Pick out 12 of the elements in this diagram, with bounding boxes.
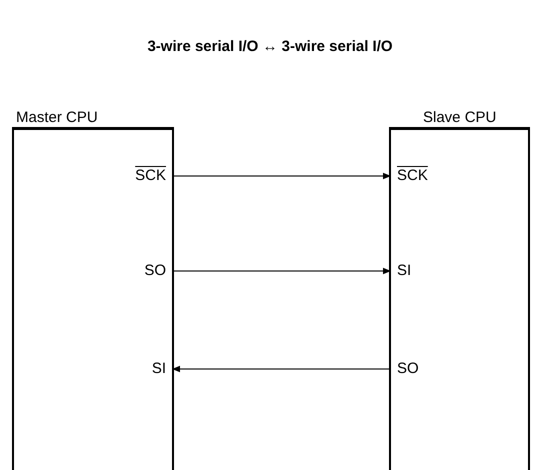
pin-label: SI	[391, 262, 418, 280]
signal-arrow	[172, 366, 392, 372]
pin-label: SCK	[129, 167, 172, 185]
pin-label: SO	[391, 360, 425, 378]
diagram-title: 3-wire serial I/O ↔ 3-wire serial I/O	[146, 38, 394, 55]
pin-label: SI	[146, 360, 172, 378]
pin-label: SCK	[391, 167, 434, 185]
block-heading: Slave CPU	[423, 109, 496, 126]
signal-arrow	[172, 172, 392, 180]
pin-label: SO	[138, 262, 172, 280]
signal-arrow	[172, 268, 392, 274]
block-heading: Master CPU	[16, 109, 98, 126]
